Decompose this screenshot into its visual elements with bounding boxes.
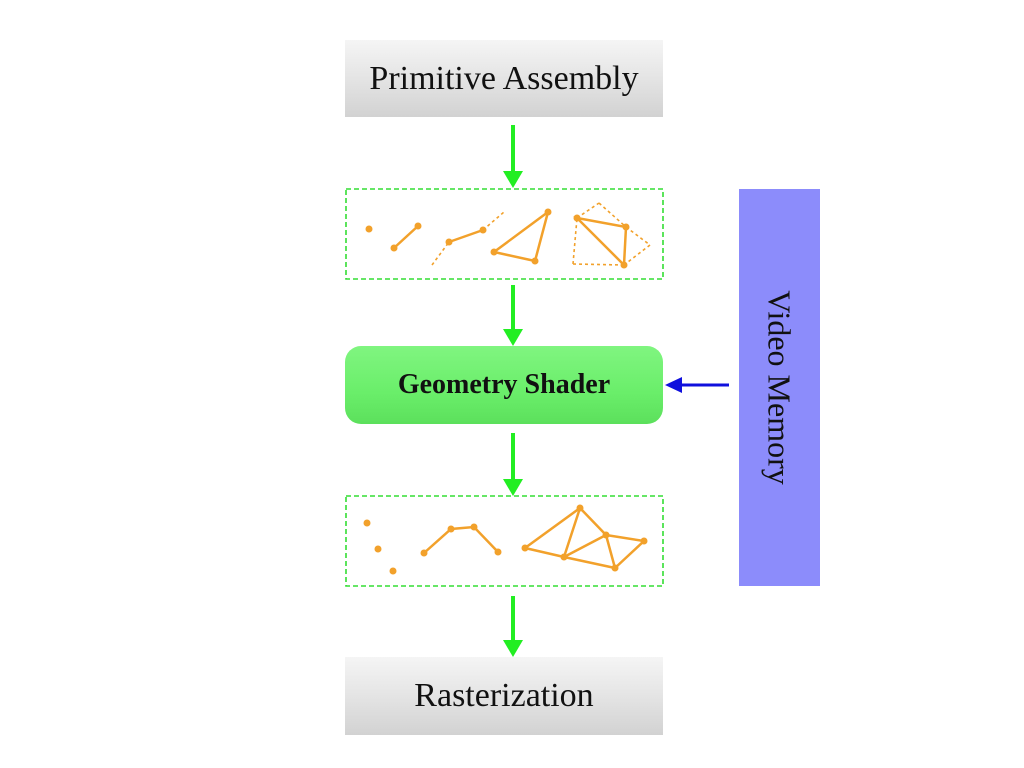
input-triangle — [490, 208, 552, 265]
geometry-shader-label: Geometry Shader — [397, 369, 611, 400]
output-primitives — [363, 504, 648, 575]
rasterization-stage: Rasterization — [345, 657, 663, 735]
rasterization-label: Rasterization — [414, 677, 594, 714]
input-primitives-frame — [345, 188, 664, 280]
flow-arrow-3 — [503, 433, 523, 496]
output-line-strip — [420, 523, 502, 557]
memory-read-arrow — [665, 377, 729, 393]
input-primitives — [365, 202, 651, 269]
output-points — [363, 519, 397, 575]
output-primitives-frame — [345, 495, 664, 587]
flow-arrow-1 — [503, 125, 523, 188]
flow-arrow-2 — [503, 285, 523, 346]
geometry-shader-stage: Geometry Shader — [345, 346, 663, 424]
input-line-adjacency — [431, 211, 505, 266]
output-triangle-strip — [521, 504, 648, 572]
primitive-assembly-label: Primitive Assembly — [369, 59, 639, 97]
input-line — [390, 222, 422, 252]
video-memory-label: Video Memory — [762, 290, 799, 485]
flow-arrow-4 — [503, 596, 523, 657]
input-triangle-adjacency — [572, 202, 651, 269]
input-point — [365, 225, 373, 233]
video-memory-block: Video Memory — [739, 189, 820, 586]
primitive-assembly-stage: Primitive Assembly — [345, 40, 663, 117]
